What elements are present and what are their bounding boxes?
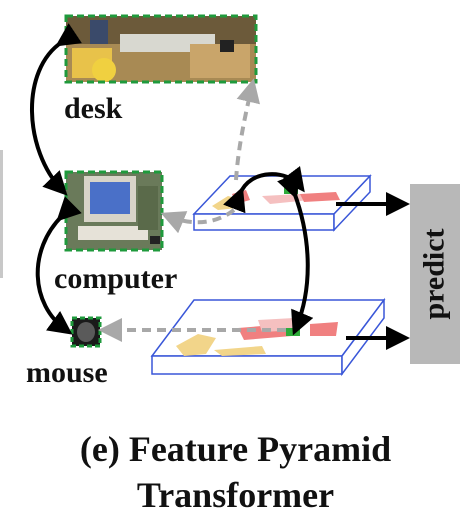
computer-mouse-arrow <box>35 196 82 335</box>
predict-label-wrap: predict <box>410 184 460 364</box>
plane-to-computer-dashed-arrow <box>160 208 236 234</box>
plane-to-desk-dashed-arrow <box>234 78 261 181</box>
desk-computer-arrow <box>30 23 82 196</box>
desk-label: desk <box>64 92 123 125</box>
caption-line-1: (e) Feature Pyramid <box>79 429 392 469</box>
computer-photo-icon <box>64 170 164 252</box>
computer-label: computer <box>54 262 178 295</box>
predict-label: predict <box>418 228 452 320</box>
mouse-label: mouse <box>26 356 108 389</box>
mouse-photo-icon <box>70 316 102 348</box>
inter-plane-arrow <box>277 172 314 336</box>
left-edge-bar <box>0 150 3 278</box>
caption-line-2: Transformer <box>136 475 335 515</box>
predict-box <box>410 184 460 364</box>
desk-photo-icon <box>64 14 258 84</box>
